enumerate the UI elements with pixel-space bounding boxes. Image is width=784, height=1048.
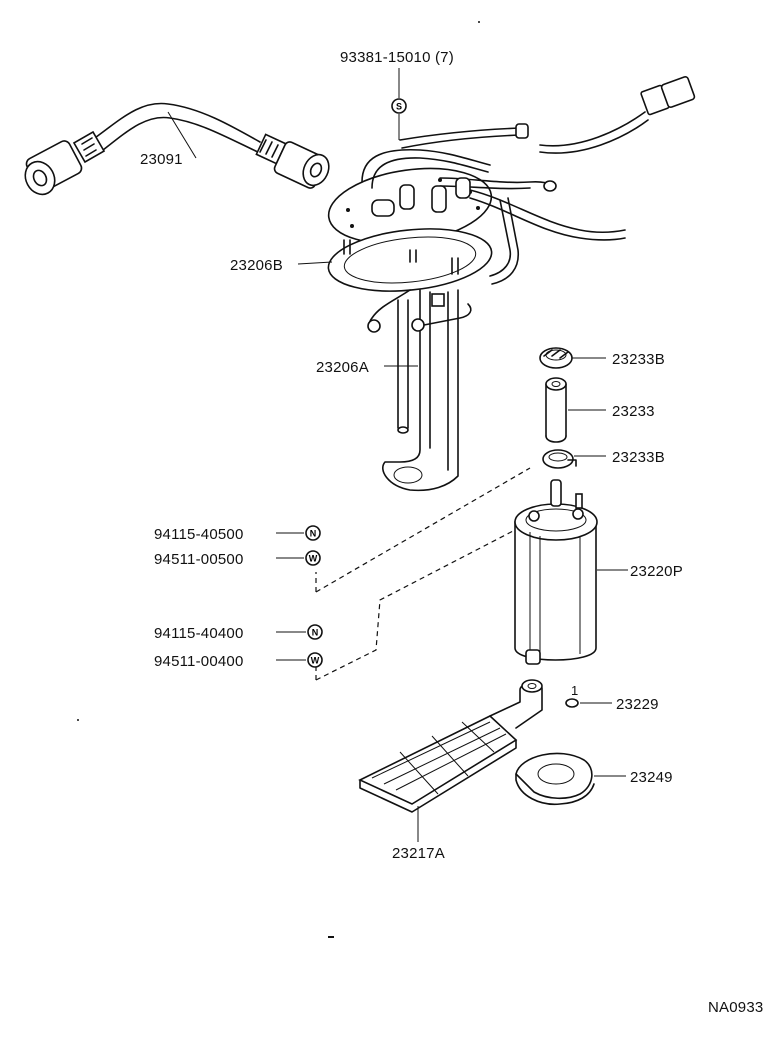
label-23229-qty: 1 <box>571 683 579 698</box>
clamp-23233B-bottom <box>542 449 577 469</box>
label-93381-15010: 93381-15010 (7) <box>340 49 454 66</box>
symbol-n-1: N <box>305 525 321 541</box>
label-23233B-bottom: 23233B <box>612 449 665 466</box>
clamp-23233B-top <box>539 347 573 369</box>
clip-23229 <box>565 698 579 708</box>
svg-text:W: W <box>311 656 320 666</box>
fuel-hose-23091 <box>24 102 330 196</box>
label-94115-40500: 94115-40500 <box>154 526 244 543</box>
label-23249: 23249 <box>630 769 673 786</box>
fuel-pump-23220P <box>514 479 598 665</box>
label-23229: 23229 <box>616 696 659 713</box>
symbol-s: S <box>391 98 407 114</box>
fuel-filter-23217A <box>358 679 543 813</box>
svg-text:S: S <box>396 102 402 112</box>
svg-text:N: N <box>310 529 317 539</box>
label-23220P: 23220P <box>630 563 683 580</box>
symbol-w-2: W <box>307 652 323 668</box>
label-23233: 23233 <box>612 403 655 420</box>
label-94511-00400: 94511-00400 <box>154 653 244 670</box>
label-23233B-top: 23233B <box>612 351 665 368</box>
label-94511-00500: 94511-00500 <box>154 551 244 568</box>
diagram-id: NA0933 <box>708 999 764 1016</box>
symbol-w-1: W <box>305 550 321 566</box>
pump-bracket-top <box>327 75 696 292</box>
svg-text:W: W <box>309 554 318 564</box>
label-94115-40400: 94115-40400 <box>154 625 244 642</box>
label-23206B: 23206B <box>230 257 283 274</box>
pump-bracket-arm <box>367 289 472 492</box>
pump-cushion-23249 <box>515 752 595 805</box>
svg-text:N: N <box>312 628 319 638</box>
hose-23233 <box>545 377 567 443</box>
symbol-n-2: N <box>307 624 323 640</box>
assembly-lines <box>315 467 531 681</box>
label-23217A: 23217A <box>392 845 445 862</box>
label-23091: 23091 <box>140 151 183 168</box>
label-23206A: 23206A <box>316 359 369 376</box>
leader-lines <box>167 111 628 842</box>
